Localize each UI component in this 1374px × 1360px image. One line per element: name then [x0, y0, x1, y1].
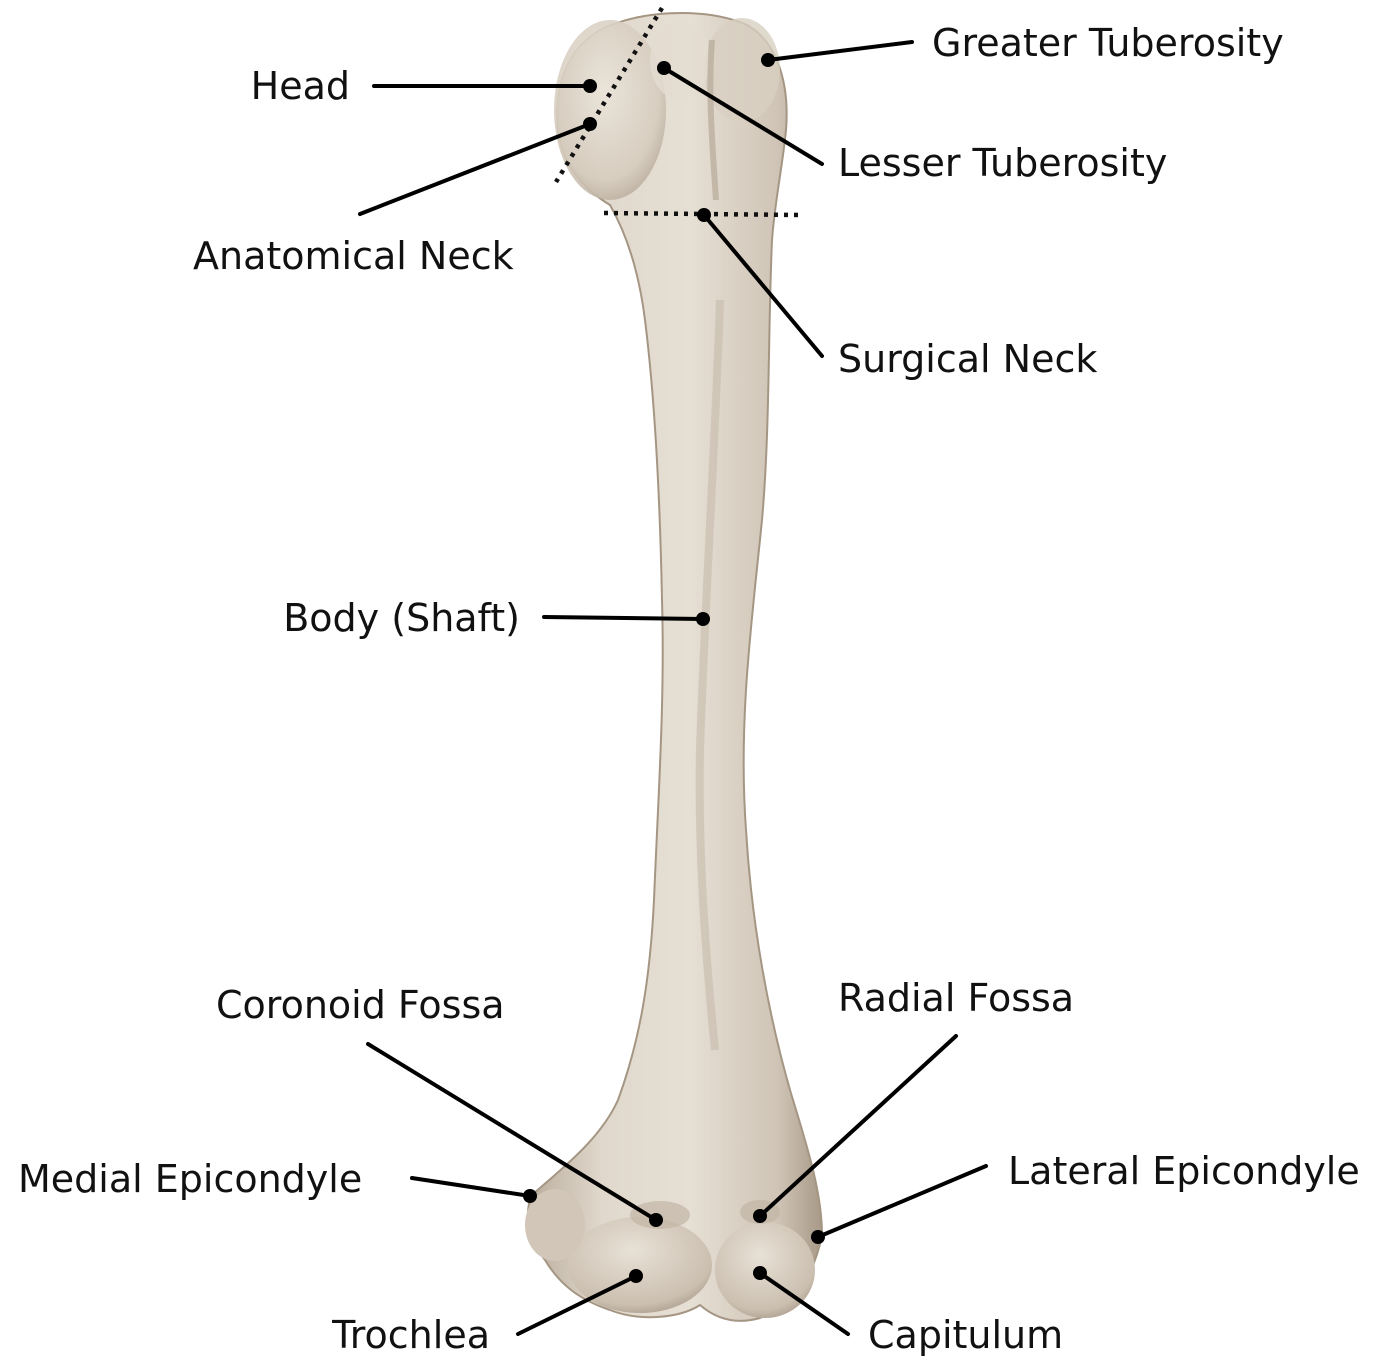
- label-head: Head: [251, 64, 350, 108]
- label-lesser-tuberosity: Lesser Tuberosity: [838, 141, 1167, 185]
- lesser-tuberosity-shape: [650, 20, 710, 100]
- label-radial-fossa: Radial Fossa: [838, 976, 1074, 1020]
- label-surgical-neck: Surgical Neck: [838, 337, 1097, 381]
- label-medial-epicondyle: Medial Epicondyle: [18, 1157, 362, 1201]
- label-trochlea: Trochlea: [331, 1313, 490, 1357]
- leader-anatomical-neck: [360, 124, 590, 214]
- humeral-head-shape: [554, 20, 666, 200]
- label-capitulum: Capitulum: [868, 1313, 1063, 1357]
- dot-lateral-epicondyle: [811, 1230, 825, 1244]
- leader-lateral-epicondyle: [818, 1166, 986, 1237]
- dot-body-shaft: [696, 612, 710, 626]
- dot-anatomical-neck: [583, 117, 597, 131]
- label-body-shaft: Body (Shaft): [283, 596, 520, 640]
- dot-lesser-tuberosity: [657, 61, 671, 75]
- label-greater-tuberosity: Greater Tuberosity: [932, 21, 1284, 65]
- dot-greater-tuberosity: [761, 53, 775, 67]
- leader-greater-tuberosity: [768, 42, 912, 60]
- label-coronoid-fossa: Coronoid Fossa: [216, 983, 505, 1027]
- label-lateral-epicondyle: Lateral Epicondyle: [1008, 1149, 1360, 1193]
- bone-outline: [528, 13, 822, 1321]
- leader-body-shaft: [544, 617, 703, 619]
- humerus-bone: [525, 13, 822, 1321]
- dot-trochlea: [629, 1269, 643, 1283]
- dot-capitulum: [753, 1266, 767, 1280]
- label-anatomical-neck: Anatomical Neck: [193, 234, 514, 278]
- dot-head: [583, 79, 597, 93]
- greater-tuberosity-shape: [704, 18, 780, 122]
- dot-radial-fossa: [753, 1209, 767, 1223]
- dot-medial-epicondyle: [523, 1189, 537, 1203]
- dot-surgical-neck: [697, 208, 711, 222]
- leader-medial-epicondyle: [412, 1178, 530, 1196]
- dot-coronoid-fossa: [649, 1213, 663, 1227]
